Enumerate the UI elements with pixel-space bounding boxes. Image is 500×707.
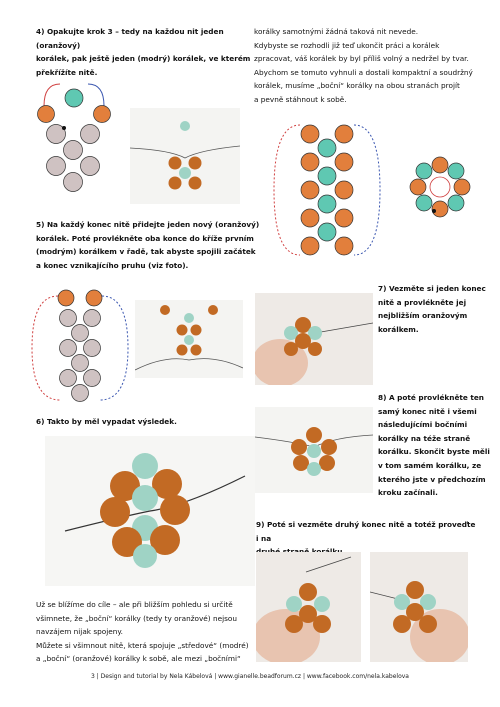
step6-text: 6) Takto by měl vypadat výsledek. [36,417,177,426]
diagram-ring [409,156,471,218]
photo-step7-hand [255,293,373,385]
step7-text: 7) Vezměte si jeden konec nitě a provlék… [378,284,486,334]
step8-text: 8) A poté provlékněte ten samý konec nit… [378,393,490,498]
photo-step5-beads [135,300,243,378]
photo-step8-ball [255,407,373,493]
page-footer: 3 | Design and tutorial by Nela Kábelová… [91,673,409,680]
closing-text: Už se blížíme do cíle – ale při bližším … [36,600,249,664]
intro-right-text: korálky samotnými žádná taková nit neved… [254,27,473,104]
step5-text: 5) Na každý konec nitě přidejte jeden no… [36,220,260,270]
photo-step6-result [45,436,255,586]
photo-step9-left [256,552,361,662]
photo-step9-right [370,552,468,662]
photo-step4-beads [130,108,240,204]
diagram-strip-right [273,124,381,256]
step4-text: 4) Opakujte krok 3 – tedy na každou nit … [36,27,251,77]
diagram-step4 [37,83,111,192]
step9-text: 9) Poté si vezměte druhý konec nitě a to… [256,520,476,556]
diagram-step5 [31,289,129,402]
